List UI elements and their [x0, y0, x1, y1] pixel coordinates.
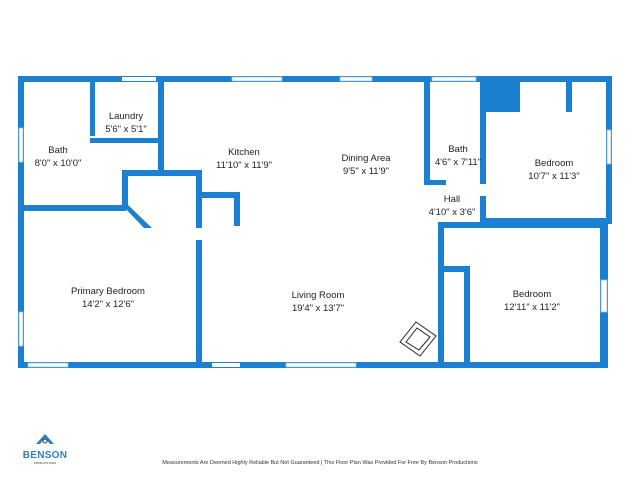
disclaimer-footer: Measurements Are Deemed Highly Reliable … — [162, 460, 478, 466]
house-logo-icon — [36, 434, 54, 444]
fireplace-icon — [399, 321, 437, 357]
door-openings — [122, 77, 564, 367]
benson-logo: BENSON PRODUCTIONS — [22, 432, 68, 465]
windows — [18, 76, 612, 368]
